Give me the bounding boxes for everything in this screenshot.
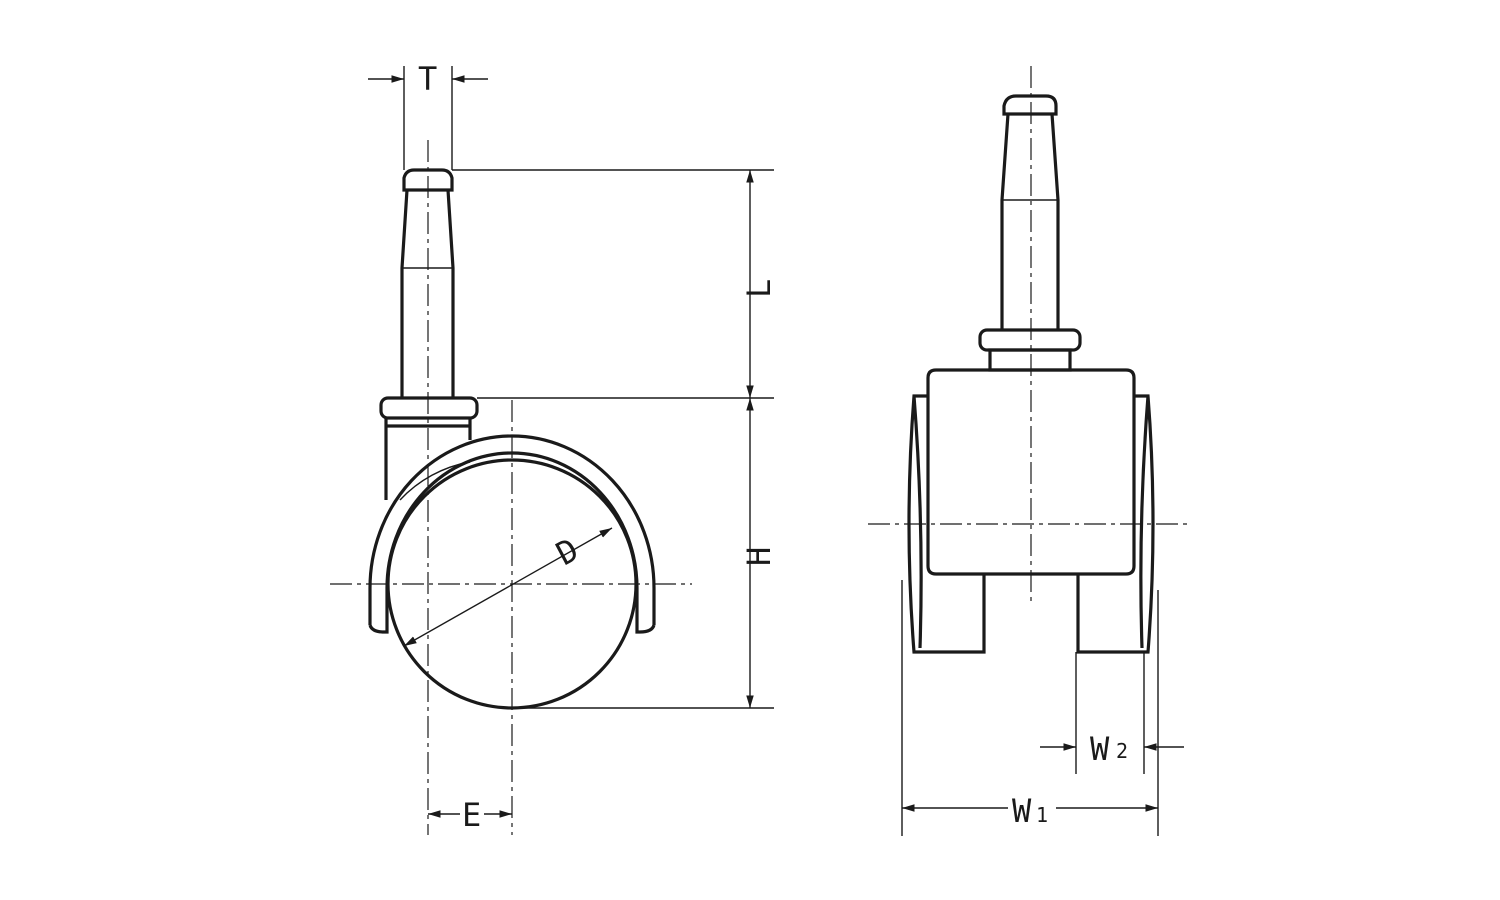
front-stem — [1000, 113, 1060, 330]
right-wheel — [1076, 394, 1155, 654]
front-stem-collar — [978, 328, 1082, 352]
stem-collar — [379, 396, 479, 420]
svg-text:W: W — [1090, 730, 1110, 768]
stem-cap — [402, 168, 454, 192]
label-T: T — [418, 60, 437, 98]
label-H: H — [740, 547, 778, 566]
label-L: L — [740, 279, 778, 298]
swivel-neck — [384, 418, 472, 500]
label-W1: W 1 — [1012, 792, 1048, 830]
front-stem-cap — [1002, 94, 1058, 116]
caster-body — [926, 368, 1136, 576]
label-W2: W 2 — [1090, 730, 1128, 768]
left-wheel — [907, 394, 986, 654]
dimensions: T L H E W 2 W 1 — [368, 60, 1184, 836]
label-D: D — [550, 530, 585, 573]
svg-text:1: 1 — [1036, 803, 1048, 827]
front-view — [868, 66, 1192, 654]
svg-text:2: 2 — [1116, 739, 1128, 763]
side-view: D — [330, 140, 692, 835]
label-E: E — [462, 796, 481, 834]
svg-text:W: W — [1012, 792, 1032, 830]
